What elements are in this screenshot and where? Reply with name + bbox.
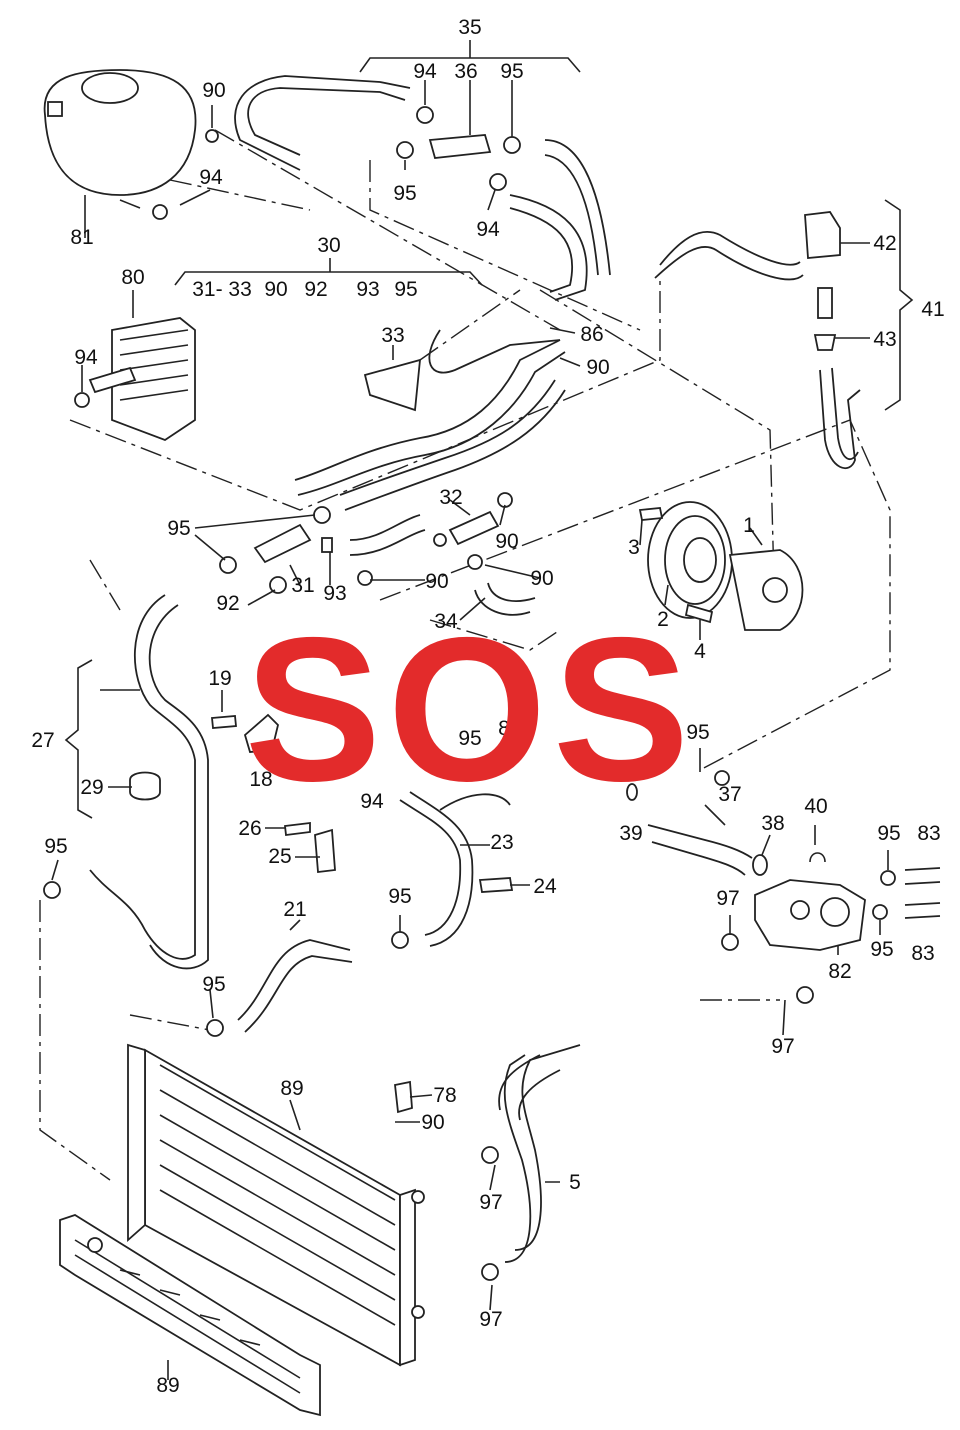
callout-label: 19 bbox=[208, 667, 231, 690]
callout-label: 83 bbox=[911, 942, 934, 965]
water-pump bbox=[638, 501, 804, 631]
callout-label: 8 bbox=[498, 717, 510, 740]
callout-label: 95 bbox=[44, 835, 67, 858]
callout-label: 97 bbox=[479, 1308, 502, 1331]
callout-label: 83 bbox=[917, 822, 940, 845]
callout-label: 94 bbox=[413, 60, 437, 83]
callout-label: 31 bbox=[291, 574, 314, 597]
tee-connectors bbox=[219, 492, 536, 616]
oil-cooler bbox=[74, 317, 196, 442]
callout-label: 37 bbox=[718, 783, 741, 806]
callout-label: 82 bbox=[828, 960, 851, 983]
callout-label: 30 bbox=[317, 234, 340, 257]
callout-label: 95 bbox=[167, 517, 190, 540]
hose-bundle bbox=[294, 329, 566, 511]
callout-label: 95 bbox=[500, 60, 523, 83]
callout-label: 95 bbox=[877, 822, 900, 845]
brackets bbox=[64, 40, 914, 819]
callout-label: 4 bbox=[694, 640, 706, 663]
expansion-tank bbox=[43, 69, 219, 225]
overlay-text: SOS bbox=[245, 595, 696, 824]
callout-label: 89 bbox=[280, 1077, 303, 1100]
coolant-pipe-and-housing bbox=[626, 770, 941, 1004]
callout-label: 97 bbox=[479, 1191, 502, 1214]
callout-label: 94 bbox=[360, 790, 384, 813]
callout-label: 97 bbox=[771, 1035, 794, 1058]
callout-labels: 35 94 36 95 90 81 94 95 94 30 31- 33 90 … bbox=[31, 16, 944, 1397]
callout-label: 34 bbox=[434, 610, 458, 633]
callout-label: 31- 33 bbox=[192, 278, 252, 301]
callout-label: 90 bbox=[425, 570, 448, 593]
bottom-hose bbox=[481, 1044, 581, 1281]
callout-label: 3 bbox=[628, 536, 640, 559]
callout-label: 24 bbox=[533, 875, 557, 898]
callout-label: 95 bbox=[388, 885, 411, 908]
radiator bbox=[127, 1043, 425, 1367]
callout-label: 32 bbox=[439, 486, 462, 509]
callout-label: 94 bbox=[74, 346, 98, 369]
callout-label: 25 bbox=[268, 845, 291, 868]
callout-label: 40 bbox=[804, 795, 827, 818]
callout-label: 90 bbox=[202, 79, 225, 102]
callout-label: 90 bbox=[421, 1111, 444, 1134]
leader-lines bbox=[51, 80, 889, 1380]
group-boundaries bbox=[39, 129, 891, 1181]
callout-label: 95 bbox=[202, 973, 225, 996]
callout-label: 90 bbox=[495, 530, 518, 553]
callout-label: 92 bbox=[216, 592, 239, 615]
callout-label: 90 bbox=[586, 356, 609, 379]
callout-label: 95 bbox=[393, 182, 416, 205]
callout-label: 95 bbox=[394, 278, 417, 301]
top-hoses bbox=[234, 75, 611, 301]
left-hose bbox=[43, 594, 209, 970]
callout-label: 86 bbox=[580, 323, 603, 346]
callout-label: 93 bbox=[356, 278, 379, 301]
callout-label: 43 bbox=[873, 328, 896, 351]
callout-label: 27 bbox=[31, 729, 54, 752]
callout-label: 38 bbox=[761, 812, 784, 835]
callout-label: 35 bbox=[458, 16, 481, 39]
callout-label: 92 bbox=[304, 278, 327, 301]
callout-label: 23 bbox=[490, 831, 513, 854]
callout-label: 94 bbox=[476, 218, 500, 241]
callout-label: 42 bbox=[873, 232, 896, 255]
sensor-assembly bbox=[654, 211, 861, 470]
callout-label: 29 bbox=[80, 776, 103, 799]
callout-label: 90 bbox=[259, 667, 282, 690]
callout-label: 39 bbox=[619, 822, 642, 845]
hose-21 bbox=[206, 931, 409, 1037]
callout-label: 33 bbox=[381, 324, 404, 347]
callout-label: 93 bbox=[323, 582, 346, 605]
callout-label: 94 bbox=[199, 166, 223, 189]
callout-label: 21 bbox=[283, 898, 306, 921]
callout-label: 36 bbox=[454, 60, 477, 83]
callout-label: 90 bbox=[264, 278, 287, 301]
callout-label: 5 bbox=[569, 1171, 581, 1194]
callout-label: 89 bbox=[156, 1374, 179, 1397]
callout-label: 1 bbox=[743, 514, 755, 537]
callout-label: 81 bbox=[70, 226, 93, 249]
callout-label: 97 bbox=[716, 887, 739, 910]
callout-label: 78 bbox=[433, 1084, 456, 1107]
callout-label: 90 bbox=[530, 567, 553, 590]
callout-label: 95 bbox=[870, 938, 893, 961]
lower-cooler bbox=[59, 1214, 321, 1417]
callout-label: 2 bbox=[657, 608, 669, 631]
callout-label: 95 bbox=[686, 721, 709, 744]
callout-label: 95 bbox=[458, 727, 481, 750]
callout-label: 18 bbox=[249, 768, 272, 791]
callout-label: 80 bbox=[121, 266, 144, 289]
small-brackets bbox=[211, 713, 514, 947]
callout-label: 41 bbox=[921, 298, 944, 321]
callout-label: 26 bbox=[238, 817, 261, 840]
